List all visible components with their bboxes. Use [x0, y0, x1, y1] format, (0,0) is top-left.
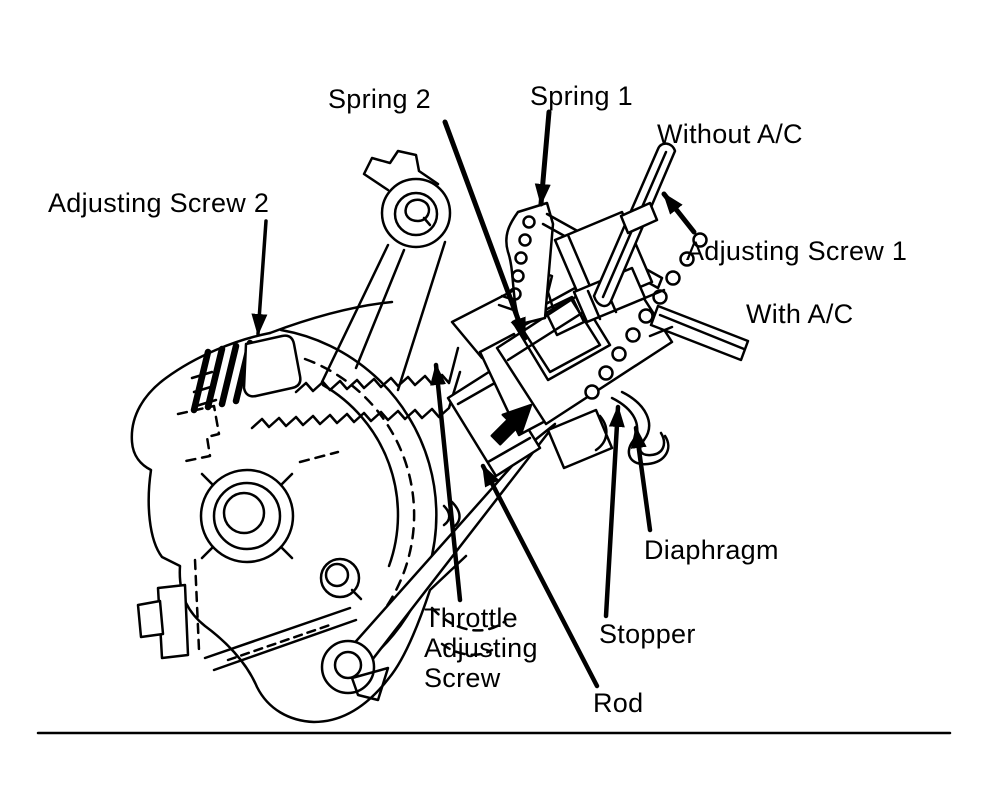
label-adjusting-screw-1: Adjusting Screw 1 [686, 236, 908, 266]
label-with-ac: With A/C [746, 299, 854, 329]
with-ac-tube [638, 288, 750, 362]
label-adjusting-screw-2: Adjusting Screw 2 [48, 188, 270, 218]
label-throttle-adjusting-screw-line3: Screw [424, 663, 501, 693]
throttle-body [130, 300, 506, 724]
leader-adjusting-screw-2 [251, 219, 268, 336]
leader-arrows [251, 109, 697, 689]
leader-throttle-adjusting-screw [430, 362, 463, 603]
label-spring-1: Spring 1 [530, 81, 633, 111]
motion-arrow-icon [490, 403, 533, 446]
adjusting-screw-2-part [190, 334, 462, 430]
label-diaphragm: Diaphragm [644, 535, 779, 565]
leader-adjusting-screw-1 [661, 191, 697, 235]
leader-spring-1 [534, 109, 552, 207]
leader-rod [480, 463, 600, 689]
leader-stopper [603, 404, 625, 619]
leader-diaphragm [630, 425, 653, 533]
label-throttle-adjusting-screw-line1: Throttle [424, 603, 518, 633]
label-stopper: Stopper [599, 619, 696, 649]
rod-part [320, 422, 557, 702]
leader-spring-2 [442, 119, 528, 341]
label-rod: Rod [593, 688, 644, 718]
adjusting-screw-1-part [553, 142, 677, 324]
label-throttle-adjusting-screw-line2: Adjusting [424, 633, 538, 663]
label-spring-2: Spring 2 [328, 84, 431, 114]
label-throttle-adjusting-screw: Throttle Adjusting Screw [424, 603, 538, 693]
stopper-part [594, 390, 670, 466]
label-without-ac: Without A/C [657, 119, 803, 149]
